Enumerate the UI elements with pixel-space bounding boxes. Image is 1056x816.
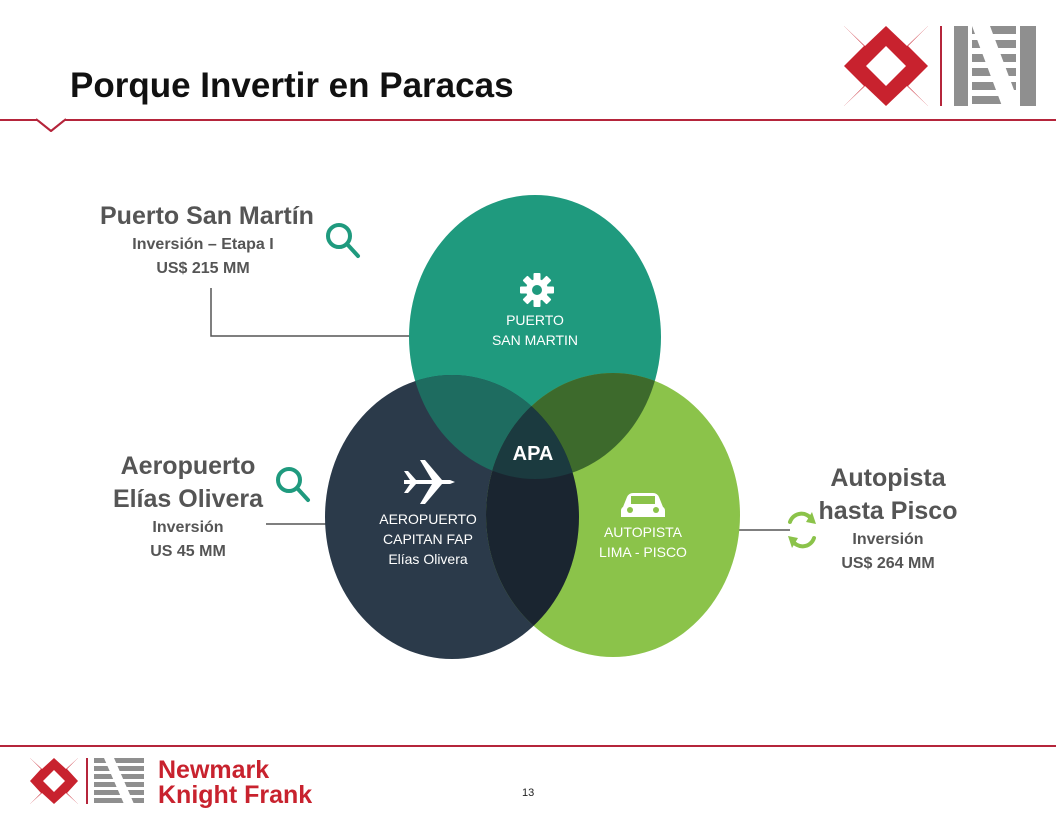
autopista-label-line2: LIMA - PISCO xyxy=(599,544,687,560)
refresh-icon xyxy=(788,511,816,549)
header-rule xyxy=(0,119,1056,121)
slide-title: Porque Invertir en Paracas xyxy=(70,66,514,105)
car-icon xyxy=(621,493,665,517)
aeropuerto-label-line3: Elías Olivera xyxy=(388,551,468,567)
overlap-center xyxy=(486,375,579,479)
callout-title-line1: Autopista xyxy=(830,464,946,492)
footer-rule xyxy=(0,745,1056,747)
company-logo xyxy=(844,26,1036,106)
puerto-label-line2: SAN MARTIN xyxy=(492,332,578,348)
footer-logo xyxy=(30,758,144,804)
callout-amount: US$ 264 MM xyxy=(841,555,935,572)
callout-line: Inversión xyxy=(852,531,924,548)
brand-name: Newmark Knight Frank xyxy=(158,758,312,808)
callout-title-line2: hasta Pisco xyxy=(818,497,958,525)
search-icon xyxy=(326,223,360,258)
header-notch xyxy=(36,118,66,132)
center-label: APA xyxy=(513,443,554,465)
search-icon xyxy=(276,467,310,502)
callout-title-line1: Aeropuerto xyxy=(120,452,256,480)
callout-line: Inversión – Etapa I xyxy=(132,236,274,253)
callout-title-line2: Elías Olivera xyxy=(112,485,264,513)
brand-line1: Newmark xyxy=(158,756,270,784)
aeropuerto-label-line2: CAPITAN FAP xyxy=(383,531,473,547)
callout-line: Inversión xyxy=(152,519,224,536)
callout-title: Puerto San Martín xyxy=(100,202,314,230)
aeropuerto-label-line1: AEROPUERTO xyxy=(379,511,477,527)
airplane-icon xyxy=(404,460,455,504)
callout-amount: US 45 MM xyxy=(150,543,226,560)
callout-amount: US$ 215 MM xyxy=(156,260,250,277)
callout-autopista: Autopista hasta Pisco Inversión US$ 264 … xyxy=(815,462,961,576)
autopista-label-line1: AUTOPISTA xyxy=(604,524,683,540)
page-number: 13 xyxy=(522,787,535,799)
connector-puerto xyxy=(210,288,412,337)
callout-aeropuerto: Aeropuerto Elías Olivera Inversión US 45… xyxy=(110,450,266,564)
callout-puerto-san-martin: Puerto San Martín Inversión – Etapa I US… xyxy=(100,200,314,281)
puerto-label-line1: PUERTO xyxy=(506,312,564,328)
brand-line2: Knight Frank xyxy=(158,781,313,809)
gear-icon xyxy=(520,273,554,307)
